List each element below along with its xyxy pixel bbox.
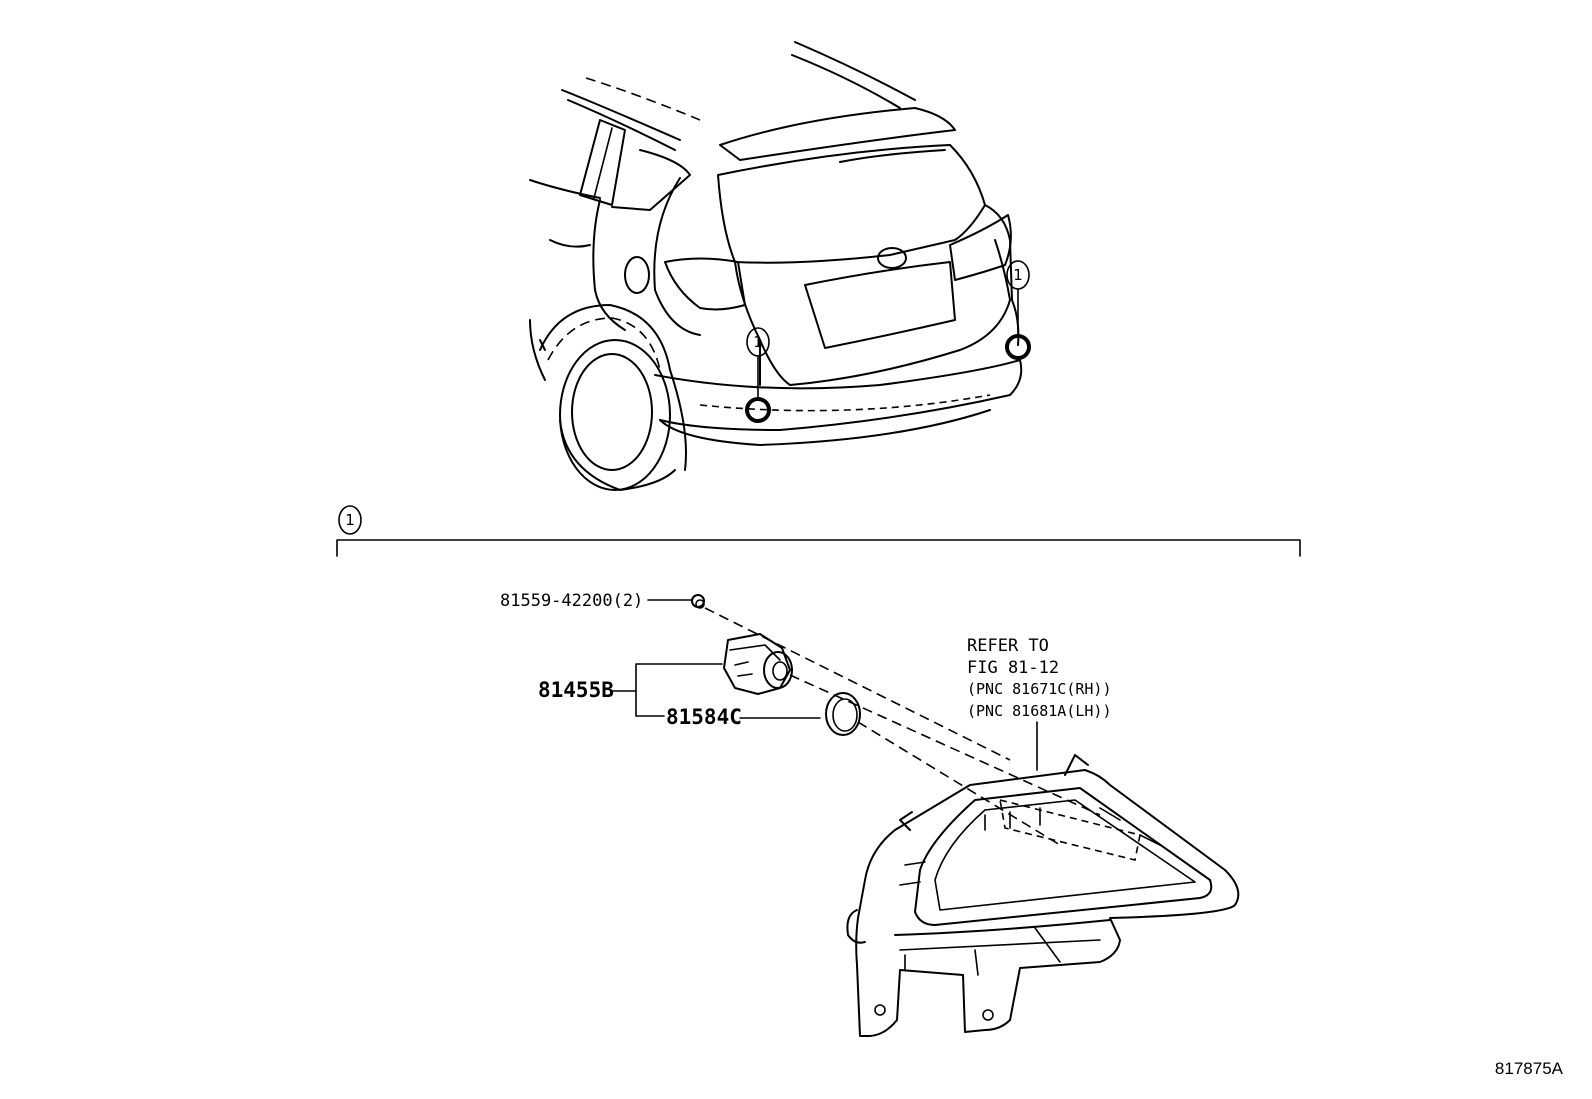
reference-line-4: (PNC 81681A(LH)) (967, 702, 1112, 720)
ring-marker-icon (1005, 334, 1031, 360)
reference-line-2: FIG 81-12 (967, 658, 1059, 678)
callout-number: 1 (753, 333, 763, 351)
reference-line-1: REFER TO (967, 636, 1049, 656)
callout-number: 1 (1013, 266, 1023, 284)
ring-marker-icon (745, 397, 771, 423)
part-socket: 81455B (538, 633, 793, 717)
part-gasket: 81584C (666, 692, 861, 736)
socket-part-number: 81455B (538, 678, 614, 702)
vehicle-rear-illustration (529, 41, 1023, 491)
gasket-part-number: 81584C (666, 705, 742, 729)
section-callout-number: 1 (345, 511, 355, 529)
part-clip: 81559-42200(2) (500, 591, 705, 611)
callout-left: 1 (745, 327, 771, 423)
lamp-assembly-illustration (846, 754, 1240, 1037)
clip-part-number: 81559-42200(2) (500, 591, 643, 611)
section-bracket: 1 (336, 505, 1301, 557)
callout-right: 1 (1005, 260, 1031, 360)
reference-line-3: (PNC 81671C(RH)) (967, 680, 1112, 698)
reference-note: REFER TO FIG 81-12 (PNC 81671C(RH)) (PNC… (967, 636, 1112, 771)
illustration-code: 817875A (1495, 1059, 1564, 1078)
